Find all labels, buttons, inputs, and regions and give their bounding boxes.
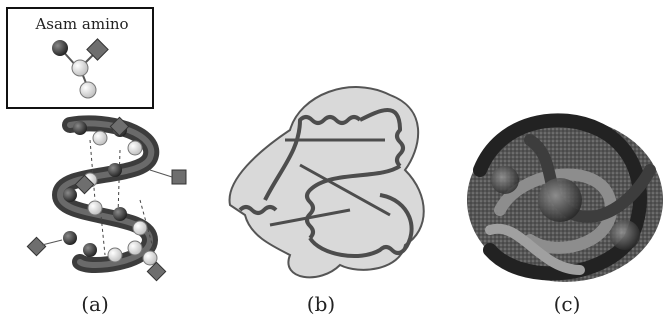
panel-label-b: (b): [291, 292, 351, 316]
alpha-helix-panel: [27, 117, 186, 280]
legend-light-atom-2: [80, 82, 96, 98]
globular-protein-panel: [467, 118, 663, 282]
panel-label-c: (c): [537, 292, 597, 316]
tertiary-structure-panel: [230, 87, 424, 277]
panel-label-a: (a): [65, 292, 125, 316]
legend-light-atom: [72, 60, 88, 76]
legend-dark-atom: [52, 40, 68, 56]
legend-molecule: [52, 39, 108, 98]
